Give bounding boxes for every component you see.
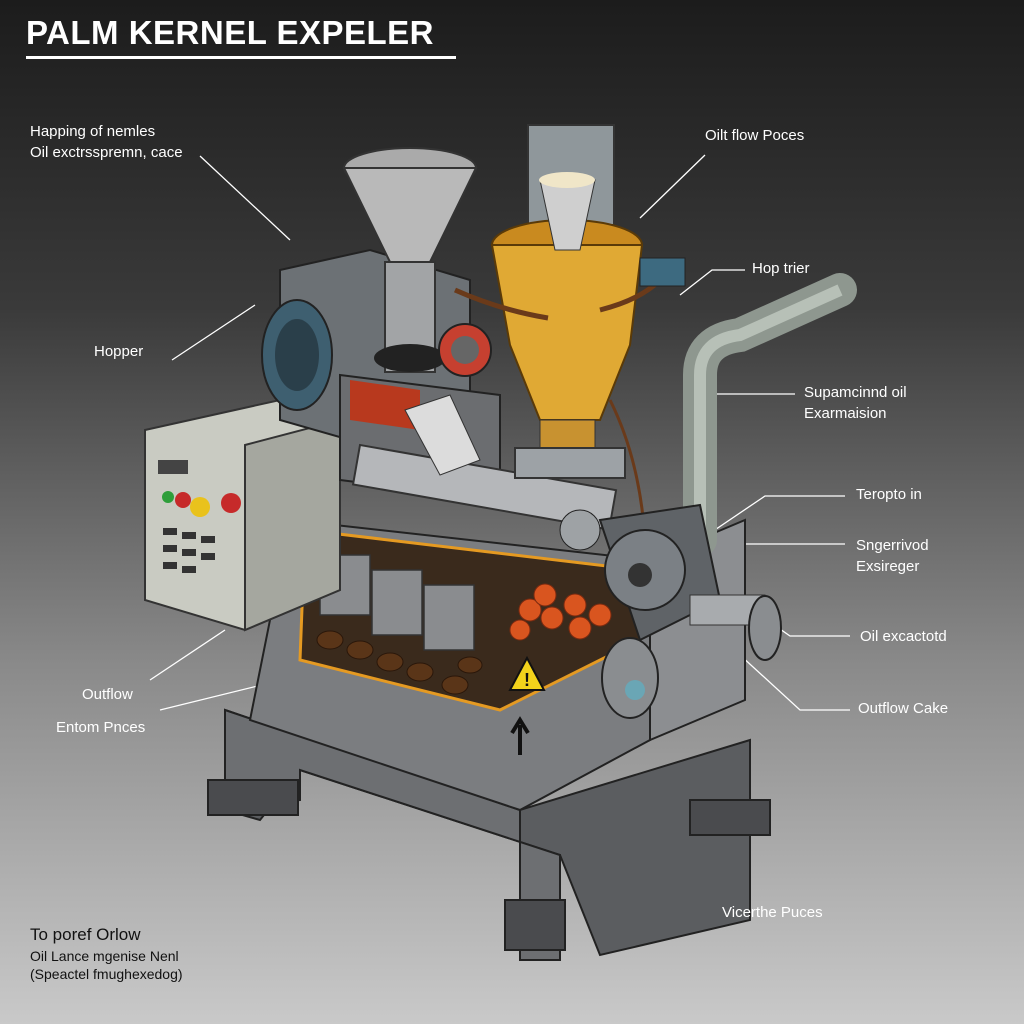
palm-fruit-pile [509,583,612,641]
label-hop-trier: Hop trier [752,260,810,277]
label-supamcinnd: Supamcinnd oil [804,384,907,401]
label-vicerthe-puces: Vicerthe Puces [722,904,823,921]
expeller-gearbox [559,503,782,719]
arrow-up-icon [510,716,530,755]
feed-hopper [342,147,492,377]
label-hopper: Hopper [94,343,144,360]
machine-base [207,708,771,961]
svg-text:!: ! [524,670,530,690]
label-oil-excactotd: Oil excactotd [860,628,947,645]
machine-body: ! [248,518,746,812]
oil-separator-tank [453,124,686,541]
label-outflow: Outflow [82,686,133,703]
footnote-heading: To poref Orlow [30,925,141,944]
label-sngerrivod: Sngerrivod [856,537,929,554]
label-happing-of-nemles: Happing of nemles [30,123,156,140]
footnote-line-1: Oil Lance mgenise Nenl [30,948,179,964]
label-exsireger: Exsireger [856,558,920,575]
label-outflow-cake: Outflow Cake [858,700,949,717]
label-oil-exctrsspremn: Oil exctrsspremn, cace [30,144,183,161]
warning-icon [508,655,546,691]
label-teropto: Teropto in [856,486,922,503]
control-panel [144,398,341,632]
page-title: PALM KERNEL EXPELER [26,14,434,51]
label-exarmaision: Exarmaision [804,405,887,422]
title-underline [26,56,456,59]
kernel-pile [316,630,483,695]
screw-press [339,373,618,531]
label-oil-flow: Oilt flow Poces [705,127,805,144]
footnote-line-2: (Speactel fmughexedog) [30,966,183,982]
label-entom-pnces: Entom Pnces [56,719,146,736]
oil-pipe [683,273,857,557]
